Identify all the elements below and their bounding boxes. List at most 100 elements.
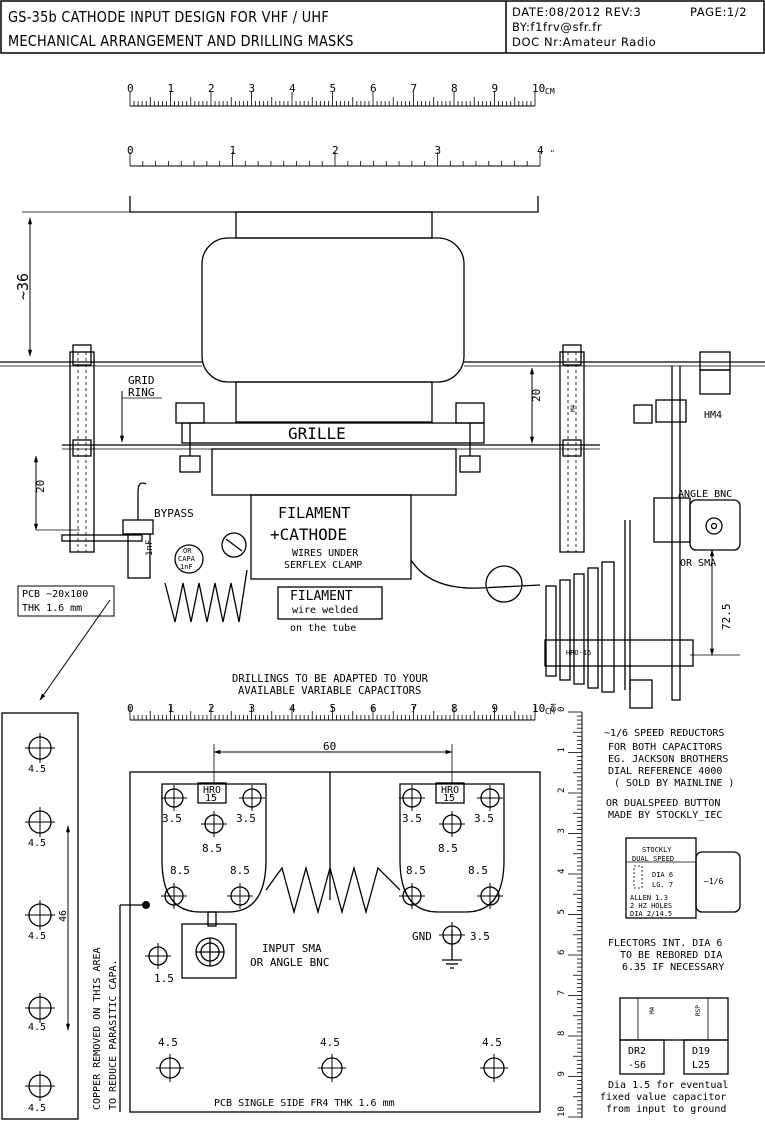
bypass-label: BYPASS (154, 507, 194, 520)
ruler-tick-label: 7 (411, 702, 418, 715)
ruler-tick-label: 5 (330, 82, 337, 95)
angle-bnc-label: ANGLE BNC (678, 489, 732, 500)
note-reductors-2: FOR BOTH CAPACITORS (608, 742, 722, 753)
stockly-label-4: LG. 7 (652, 881, 673, 889)
drill-hole (201, 811, 227, 837)
note-dia-1: Dia 1.5 for eventual (608, 1080, 728, 1091)
author: BY:f1frv@sfr.fr (512, 20, 603, 34)
drill-hole (25, 993, 55, 1023)
grid-ring-label: GRID (128, 374, 155, 387)
ruler-tick-label: 1 (557, 747, 567, 752)
ruler-tick-label: 0 (127, 82, 134, 95)
flector-label-c: D19 (692, 1046, 710, 1057)
note-dual-1: OR DUALSPEED BUTTON (606, 798, 720, 809)
note-flectors-3: 6.35 IF NECESSARY (622, 962, 724, 973)
note-dual-2: MADE BY STOCKLY_IEC (608, 810, 722, 821)
capa-circle-line1: OR (183, 547, 192, 555)
capa-circle-line2: CAPA (178, 555, 196, 563)
ruler-tick-label: 7 (557, 990, 567, 995)
ruler-tick-label: 10 (532, 82, 545, 95)
drilling-holes (25, 733, 508, 1101)
ruler-tick-label: 7 (411, 82, 418, 95)
drilling-heading-2: AVAILABLE VARIABLE CAPACITORS (238, 685, 421, 697)
ruler-tick-label: 6 (370, 702, 377, 715)
ruler-tick-label: 2 (332, 144, 339, 157)
pcb-thk-label: THK 1.6 mm (22, 603, 82, 614)
filament-cathode: +CATHODE (270, 525, 347, 544)
ruler-tick-label: 8 (451, 702, 458, 715)
flector-rsp: RSP (695, 1005, 702, 1016)
drill-hole (439, 922, 465, 948)
hole-label-b1: 4.5 (158, 1036, 178, 1049)
drilling-heading: DRILLINGS TO BE ADAPTED TO YOUR AVAILABL… (232, 673, 429, 697)
hole-label-b3: 4.5 (482, 1036, 502, 1049)
dim-right-upper: 20 (530, 389, 543, 402)
drilling-heading-1: DRILLINGS TO BE ADAPTED TO YOUR (232, 673, 429, 685)
filament-clamp: SERFLEX CLAMP (284, 560, 362, 571)
drill-hole (480, 1054, 508, 1082)
ruler-tick-label: 9 (492, 702, 499, 715)
drill-hole (439, 811, 465, 837)
ruler-tick-label: 8 (451, 82, 458, 95)
drill-hole (227, 883, 253, 909)
title-block-frame (0, 0, 765, 54)
dim-60-label: 60 (323, 740, 336, 753)
note-flectors-1: FLECTORS INT. DIA 6 (608, 938, 722, 949)
notes: ~1/6 SPEED REDUCTORS FOR BOTH CAPACITORS… (600, 728, 734, 1115)
title-line-2: MECHANICAL ARRANGEMENT AND DRILLING MASK… (8, 32, 354, 50)
bypass-value: 1nF (145, 540, 155, 556)
stockly-label-3: DIA 6 (652, 871, 673, 879)
dim-height: ~36 (14, 273, 32, 300)
drill-hole (477, 785, 503, 811)
flector-label-d: L25 (692, 1060, 710, 1071)
grid-ring-label-2: RING (128, 386, 155, 399)
ruler-tick-label: 4 (289, 82, 296, 95)
note-reductors-5: ( SOLD BY MAINLINE ) (614, 778, 734, 789)
ruler-tick-label: 3 (249, 702, 256, 715)
note-flectors-2: TO BE REBORED DIA (620, 950, 722, 961)
hole-label-l1: 3.5 (162, 812, 182, 825)
ruler-tick-label: 9 (557, 1071, 567, 1076)
ruler-tick-label: 4 (289, 702, 296, 715)
ruler-tick-label: 1 (168, 702, 175, 715)
hole-label-r4: 8.5 (406, 864, 426, 877)
drill-hole (477, 883, 503, 909)
hole-label-r2: 3.5 (474, 812, 494, 825)
stockly-label-1: STOCKLY (642, 846, 672, 854)
drill-hole (25, 900, 55, 930)
ruler-tick-label: 2 (208, 702, 215, 715)
hro-right: HRO (441, 785, 459, 796)
drilling-pcb (1, 712, 741, 1120)
ruler-tick-label: 10 (557, 1106, 567, 1117)
ruler-unit-label: CM (545, 87, 555, 96)
ruler-tick-label: 3 (557, 828, 567, 833)
drilling-labels: 60 46 HRO 15 HRO 15 3.5 3.5 8.5 8.5 8.5 … (28, 704, 558, 1114)
note-reductors-1: ~1/6 SPEED REDUCTORS (604, 728, 724, 739)
ruler-tick-label: 5 (557, 909, 567, 914)
flector-label-b: -S6 (628, 1060, 646, 1071)
ruler-tick-label: 1 (230, 144, 237, 157)
drill-hole (318, 1054, 346, 1082)
ruler-tick-label: 2 (208, 82, 215, 95)
filament-wires: WIRES UNDER (292, 548, 359, 559)
strip-hole-label-5: 4.5 (28, 1103, 46, 1114)
hro-right-num: 15 (443, 793, 455, 804)
copper-note-1: COPPER REMOVED ON THIS AREA (92, 947, 103, 1110)
stockly-label-5: ALLEN 1.3 (630, 894, 668, 902)
m4-label: M4 (570, 404, 577, 412)
drill-hole (161, 785, 187, 811)
strip-hole-label-3: 4.5 (28, 931, 46, 942)
drill-hole (25, 807, 55, 837)
drill-hole (239, 785, 265, 811)
drill-hole (399, 785, 425, 811)
hole-label-l2: 3.5 (236, 812, 256, 825)
hole-label-l5: 8.5 (230, 864, 250, 877)
flector-m4: M4 (649, 1006, 656, 1014)
hole-label-r1: 3.5 (402, 812, 422, 825)
title-line-1: GS-35b CATHODE INPUT DESIGN FOR VHF / UH… (8, 8, 330, 26)
filament-box-line3: on the tube (290, 623, 356, 634)
filament-box-line2: wire welded (292, 605, 358, 616)
